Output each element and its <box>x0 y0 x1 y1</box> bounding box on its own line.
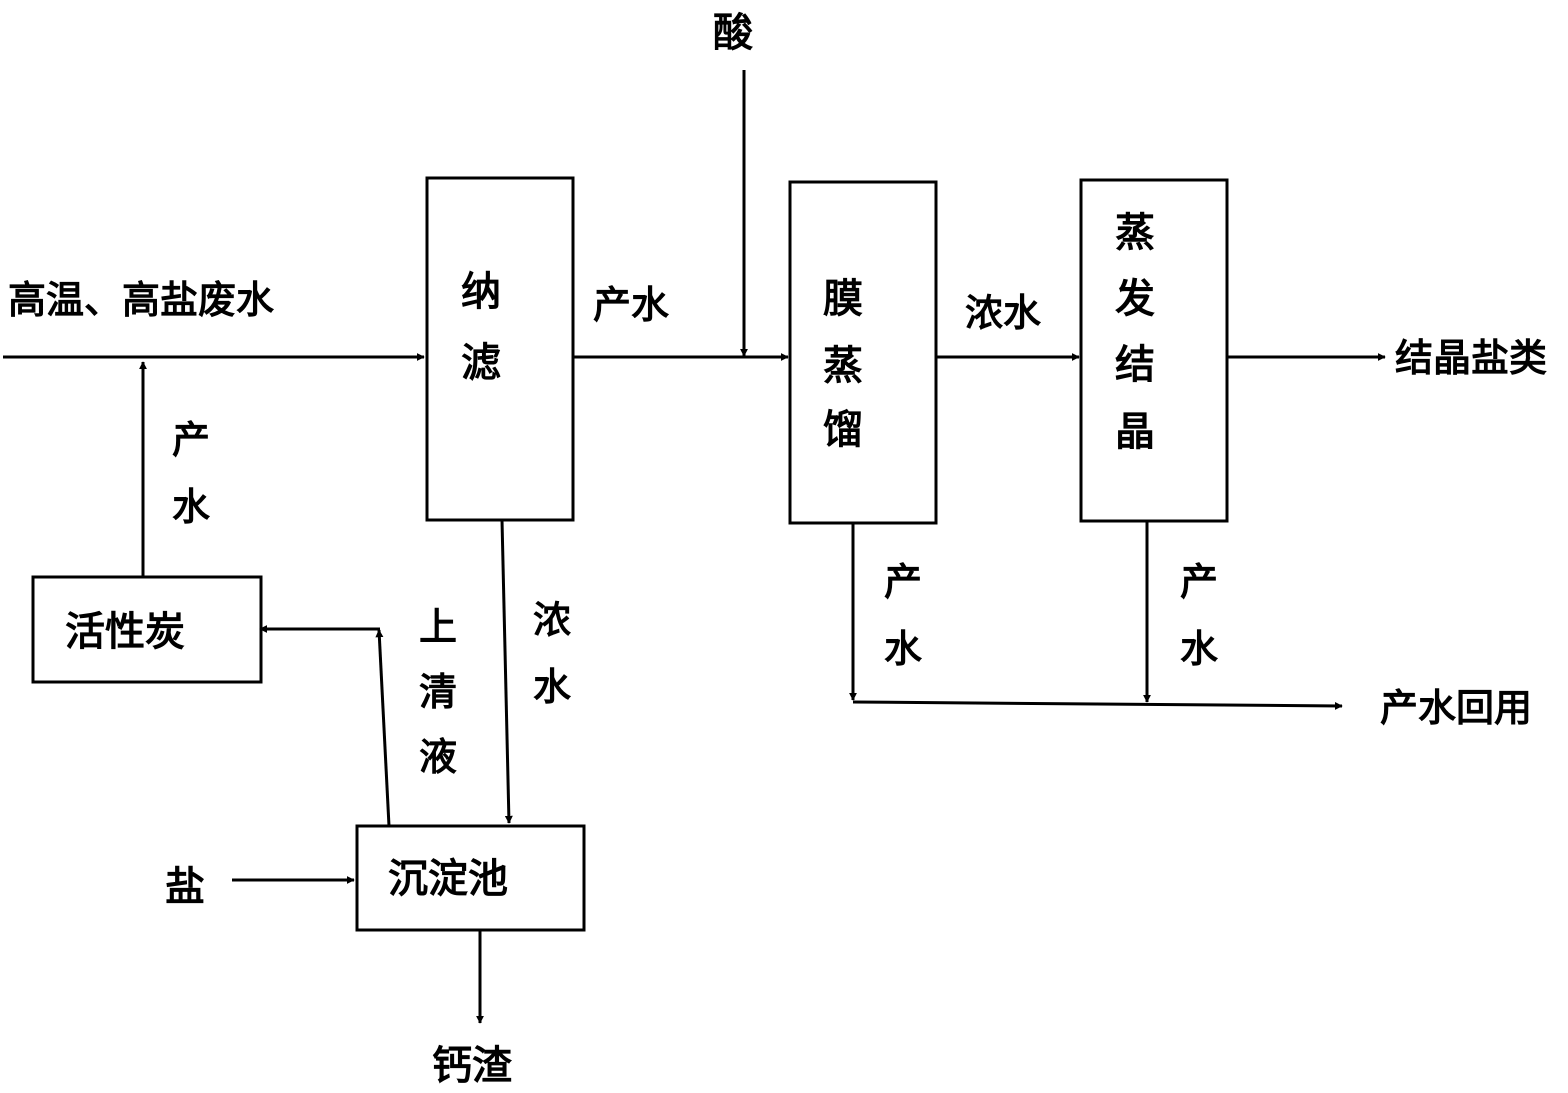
feed-label: 高温、高盐废水 <box>8 278 275 322</box>
evap-cryst-label-1: 蒸 <box>1115 210 1155 256</box>
crystal-salts-label: 结晶盐类 <box>1395 336 1547 380</box>
water-reuse-label: 产水回用 <box>1380 686 1532 730</box>
calcium-residue-label: 钙渣 <box>432 1043 513 1089</box>
md-product-water-label-2: 水 <box>884 627 923 671</box>
membrane-distillation-label-1: 膜 <box>823 276 863 322</box>
md-concentrate-label: 浓水 <box>965 291 1042 335</box>
membrane-distillation-label-3: 馏 <box>823 407 863 453</box>
nf-concentrate-label-2: 水 <box>533 665 572 709</box>
md-product-water-label-1: 产 <box>884 560 922 604</box>
evap-cryst-label-4: 晶 <box>1115 409 1155 455</box>
sedimentation-tank-label: 沉淀池 <box>388 856 508 902</box>
evap-cryst-label-2: 发 <box>1115 276 1155 322</box>
activated-carbon-label: 活性炭 <box>65 609 185 655</box>
nanofiltration-label-2: 滤 <box>461 340 501 386</box>
water-reuse-arrow <box>852 700 1343 710</box>
supernatant-arrow-up <box>375 629 391 827</box>
nf-permeate-label: 产水 <box>593 283 670 327</box>
sedimentation-tank-box <box>355 824 586 932</box>
ac-product-water-label-2: 水 <box>172 485 211 529</box>
nf-concentrate-arrow <box>500 519 513 824</box>
membrane-distillation-box <box>788 180 938 525</box>
ec-product-water-label-2: 水 <box>1180 627 1219 671</box>
activated-carbon-box <box>31 575 263 684</box>
membrane-distillation-label-2: 蒸 <box>823 343 863 389</box>
salt-label: 盐 <box>165 864 205 910</box>
supernatant-label-1: 上 <box>419 605 457 649</box>
ec-product-water-label-1: 产 <box>1180 560 1218 604</box>
evaporative-crystallization-box <box>1079 178 1229 523</box>
nanofiltration-label-1: 纳 <box>461 269 501 315</box>
nanofiltration-box <box>425 176 575 522</box>
nf-concentrate-label-1: 浓 <box>533 598 572 642</box>
acid-label: 酸 <box>713 10 754 56</box>
supernatant-label-3: 液 <box>419 735 457 779</box>
ac-product-water-label-1: 产 <box>172 418 210 462</box>
supernatant-label-2: 清 <box>419 670 457 714</box>
evap-cryst-label-3: 结 <box>1115 342 1155 388</box>
